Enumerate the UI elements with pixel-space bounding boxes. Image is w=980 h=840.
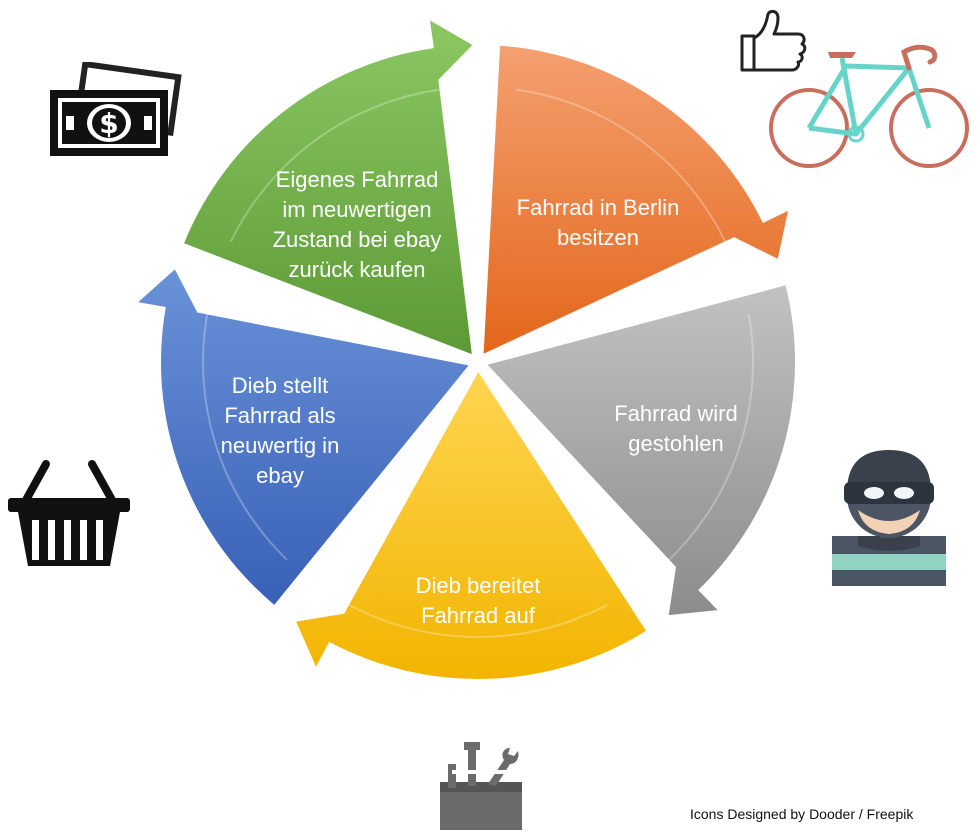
cycle-segment-5 [184,20,473,355]
segment-label-line: Eigenes Fahrrad [276,167,439,192]
shopping-basket-icon [6,458,132,575]
toolbox-icon [438,742,524,837]
segment-label-line: neuwertig in [221,433,340,458]
thief-icon [828,440,950,591]
segment-label-1: Fahrrad in Berlin besitzen [517,195,680,250]
cycle-segment-4 [138,269,469,605]
segment-label-2: Fahrrad wird gestohlen [614,401,737,456]
segment-label-line: Fahrrad auf [421,603,536,628]
segment-label-line: gestohlen [628,431,723,456]
thumbs-up-icon [736,8,810,79]
icon-credit: Icons Designed by Dooder / Freepik [690,806,914,822]
cycle-segment-1 [483,45,789,354]
segment-label-line: ebay [256,463,304,488]
cycle-segment-2 [487,285,795,616]
segment-label-line: Fahrrad als [224,403,335,428]
segment-inner-arc [661,314,754,568]
segment-inner-arc [229,87,450,242]
money-icon: $ [46,60,188,165]
segment-inner-arc [340,599,608,638]
segment-label-line: Fahrrad in Berlin [517,195,680,220]
segment-label-line: Zustand bei ebay [273,227,442,252]
segment-label-line: zurück kaufen [289,257,426,282]
segment-label-line: besitzen [557,225,639,250]
segment-label-line: im neuwertigen [282,197,431,222]
segment-inner-arc [516,88,731,251]
cycle-segment-3 [296,371,646,679]
svg-text:$: $ [99,107,118,140]
bicycle-icon [764,38,974,175]
segment-label-line: Dieb stellt [232,373,329,398]
segment-inner-arc [202,304,288,561]
segment-label-line: Fahrrad wird [614,401,737,426]
segment-label-line: Dieb bereitet [416,573,541,598]
